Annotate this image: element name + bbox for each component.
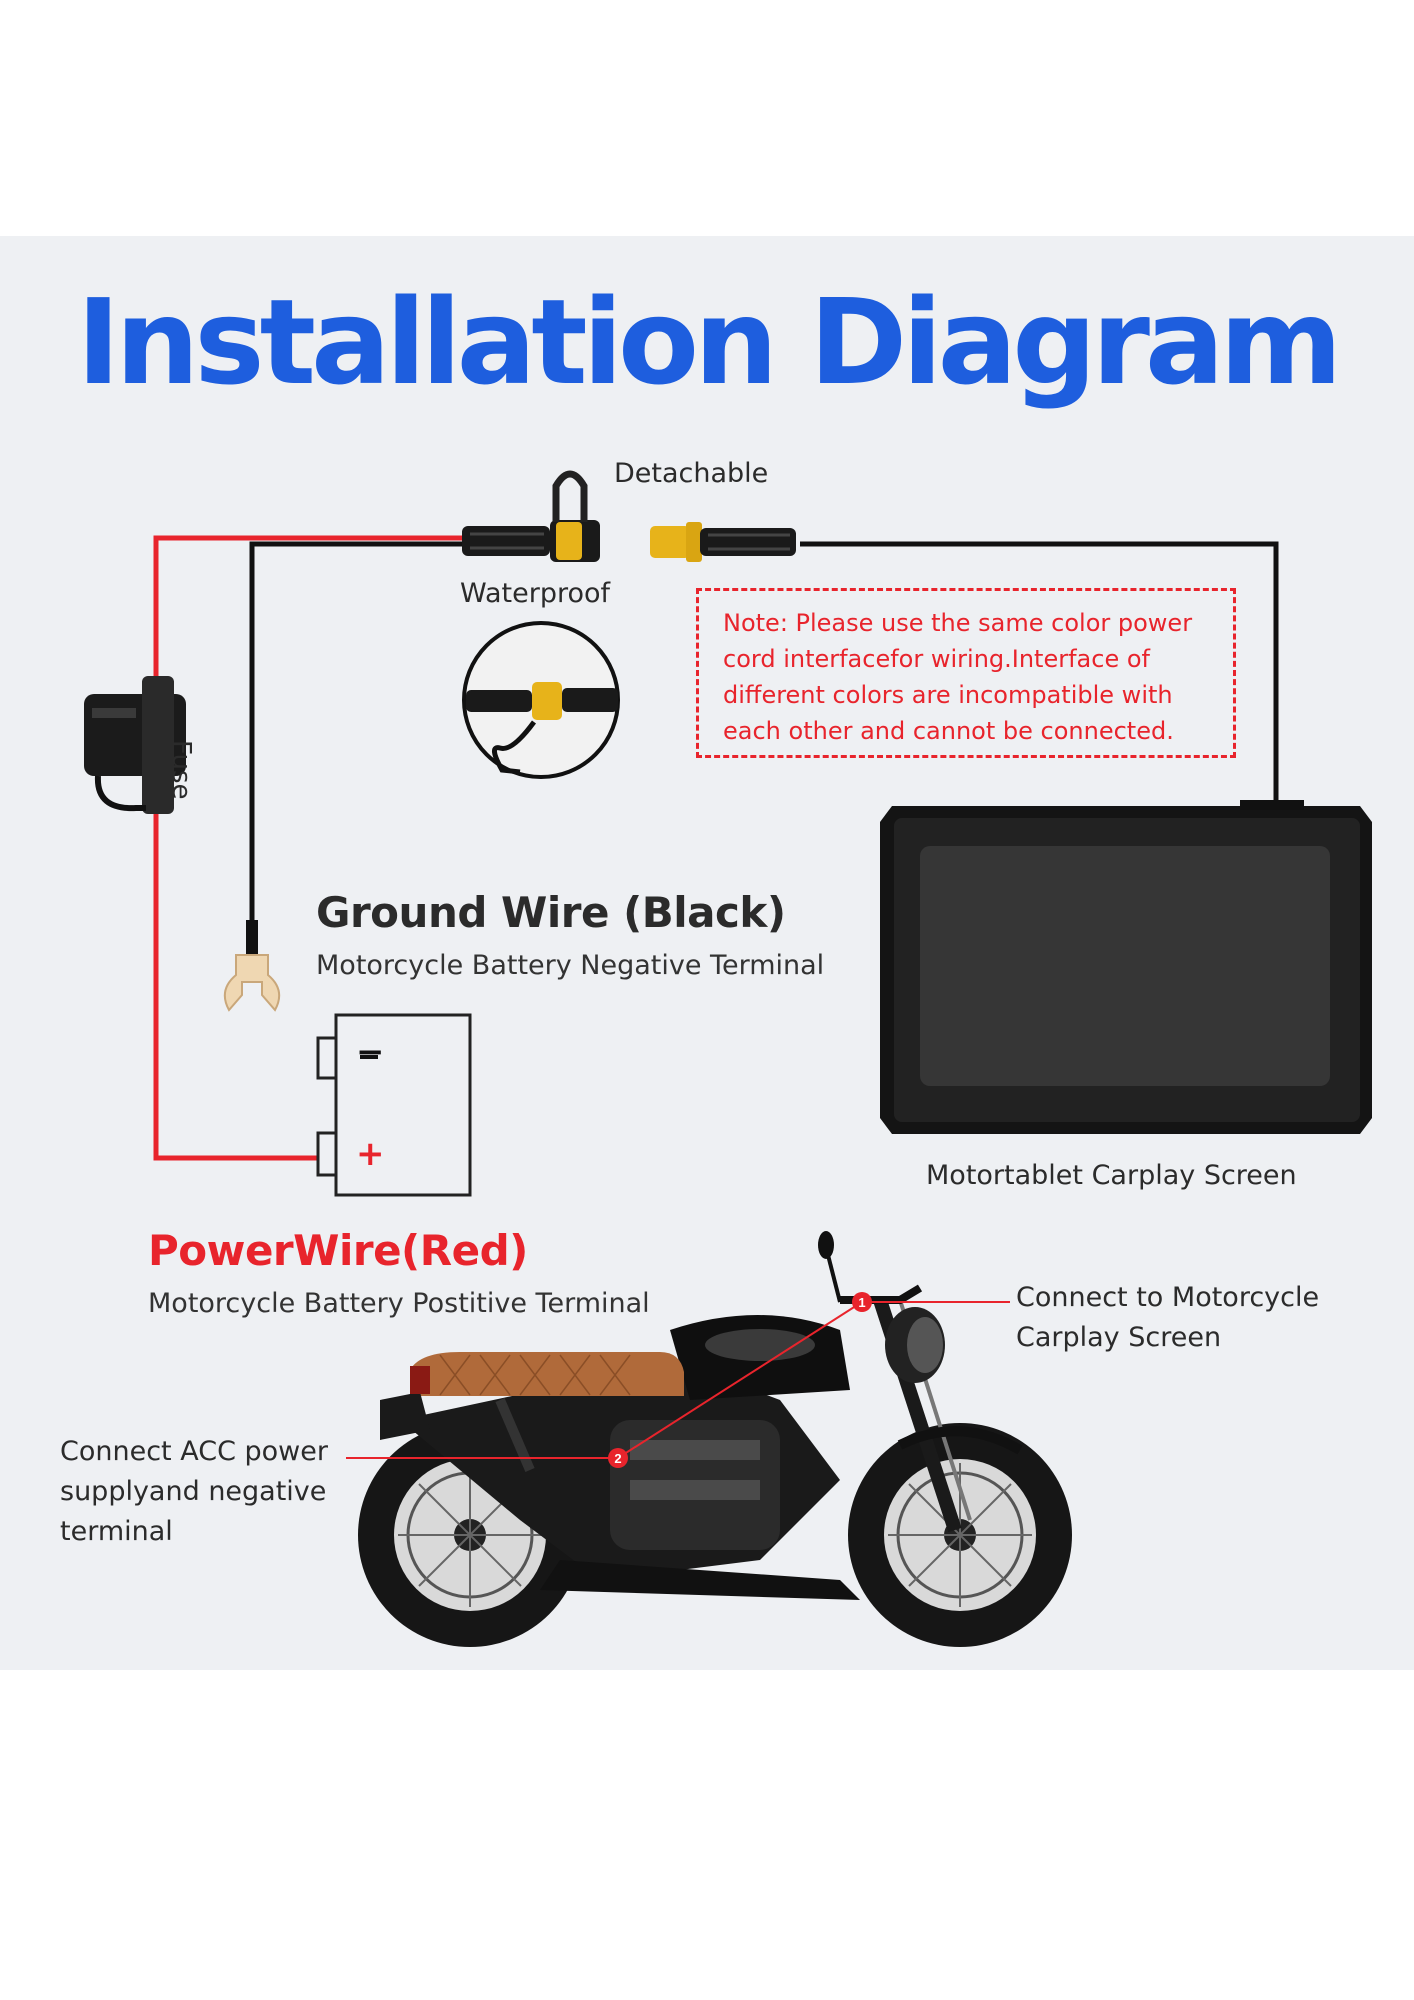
callout-1-text: Connect to Motorcycle Carplay Screen xyxy=(1016,1278,1356,1358)
power-wire-title: PowerWire(Red) xyxy=(148,1226,528,1275)
page-title: Installation Diagram xyxy=(0,283,1414,401)
battery-icon xyxy=(318,1015,470,1195)
carplay-screen-icon xyxy=(880,800,1372,1134)
battery-minus-label: − xyxy=(356,1032,385,1072)
waterproof-label: Waterproof xyxy=(460,578,610,609)
battery-plus-label: + xyxy=(356,1134,385,1174)
callout-marker-2: 2 xyxy=(608,1448,628,1468)
screen-label: Motortablet Carplay Screen xyxy=(926,1160,1297,1191)
power-wire xyxy=(156,538,470,1158)
right-connector-icon xyxy=(650,522,796,562)
callout-marker-1-label: 1 xyxy=(858,1295,865,1310)
detachable-label: Detachable xyxy=(614,458,768,489)
ground-wire-subtitle: Motorcycle Battery Negative Terminal xyxy=(316,950,824,981)
ground-wire-title: Ground Wire (Black) xyxy=(316,888,786,937)
note-text: Note: Please use the same color power co… xyxy=(723,605,1209,749)
note-box: Note: Please use the same color power co… xyxy=(696,588,1236,758)
power-wire-subtitle: Motorcycle Battery Postitive Terminal xyxy=(148,1288,650,1319)
callout-marker-1: 1 xyxy=(852,1292,872,1312)
ring-terminal-icon xyxy=(225,920,279,1010)
fuse-label: Fuse xyxy=(166,740,196,800)
left-connector-icon xyxy=(462,474,600,562)
waterproof-detail-icon xyxy=(464,623,618,777)
callout-2-text: Connect ACC power supplyand negative ter… xyxy=(60,1432,360,1552)
callout-marker-2-label: 2 xyxy=(614,1451,621,1466)
ground-wire xyxy=(252,544,470,925)
